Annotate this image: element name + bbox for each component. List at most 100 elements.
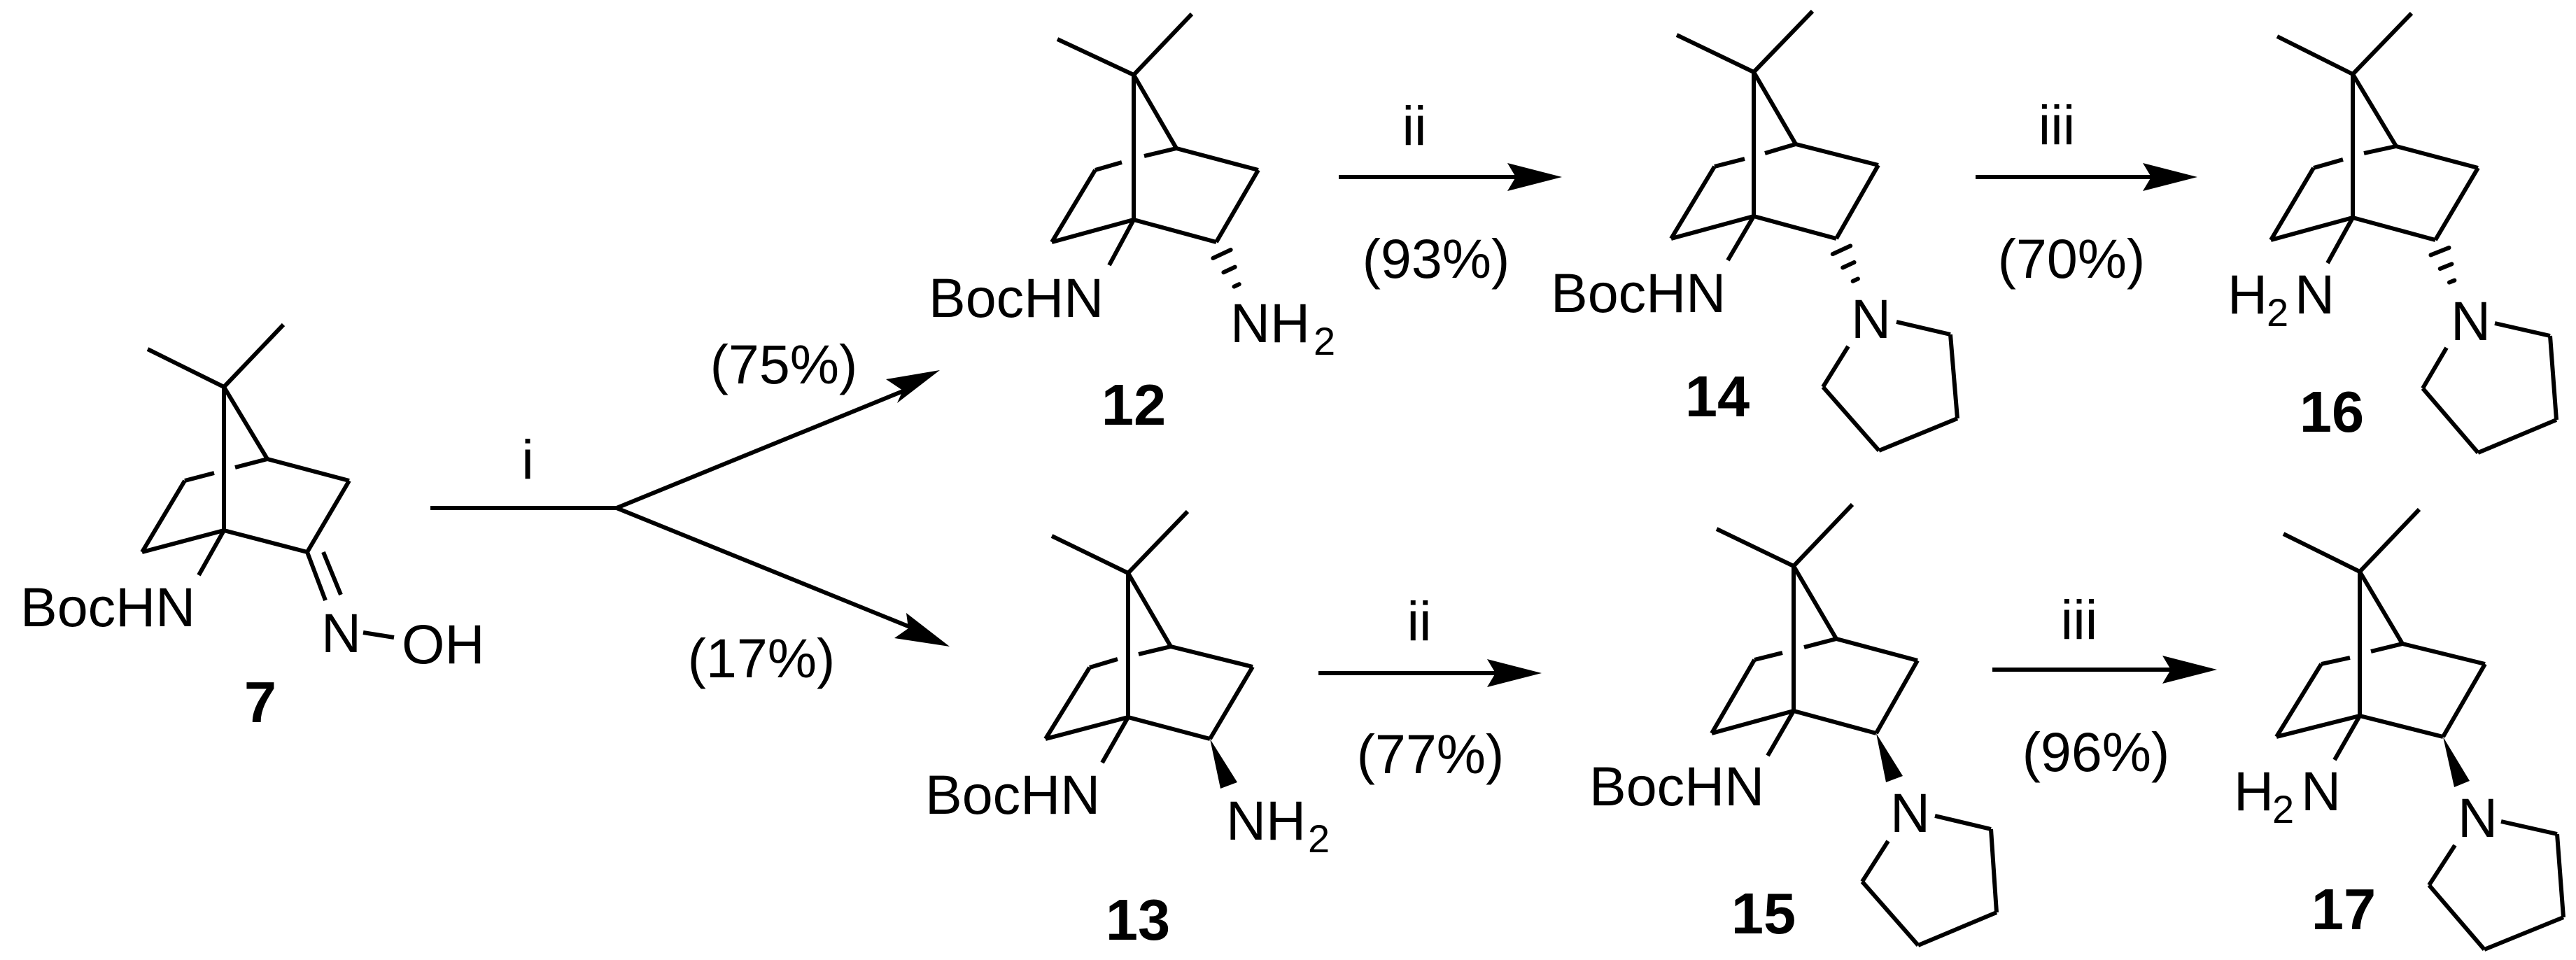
atom-subscript: 2 xyxy=(1314,319,1335,363)
wedge-bond xyxy=(2443,737,2470,787)
atom-label: H xyxy=(2234,760,2274,822)
hash-mark xyxy=(1232,282,1241,289)
atom-subscript: 2 xyxy=(2272,787,2294,831)
bond-line xyxy=(1675,33,1755,74)
bond-line xyxy=(2548,335,2559,421)
bond-line xyxy=(2363,144,2397,155)
hashed-bond xyxy=(1830,243,1860,283)
bond-line xyxy=(1138,644,1171,656)
bond-line xyxy=(1143,146,1177,158)
bond-line xyxy=(2276,34,2354,76)
atom-label: N xyxy=(1851,288,1891,350)
hashed-bond xyxy=(1211,248,1241,289)
bond-line xyxy=(1834,164,1880,240)
hash-mark xyxy=(1830,243,1853,257)
hash-mark xyxy=(1221,264,1237,275)
bond-line xyxy=(1874,659,1920,735)
bond-line xyxy=(2351,11,2414,76)
hash-mark xyxy=(2437,262,2454,271)
bond-line xyxy=(1948,334,1959,419)
arrow-12-to-14: ii (93%) xyxy=(1339,94,1562,290)
bond-line xyxy=(1170,644,1253,669)
bond-line xyxy=(1792,502,1854,568)
bond-line xyxy=(1126,509,1190,575)
atom-label: NH xyxy=(1226,789,1306,852)
yield-label: (93%) xyxy=(1363,227,1510,290)
bond-line xyxy=(1095,160,1122,172)
bond-line xyxy=(1089,657,1118,670)
arrowhead-icon xyxy=(894,613,950,647)
bond-line xyxy=(267,457,350,483)
bond-line xyxy=(1878,416,1959,453)
bond-line xyxy=(223,528,308,554)
compound-number: 15 xyxy=(1731,881,1796,946)
bond-line xyxy=(1056,37,1135,77)
bond-line xyxy=(146,347,225,389)
atom-label: OH xyxy=(402,613,485,675)
bond-line xyxy=(1792,565,1838,640)
hashed-bond xyxy=(2428,246,2457,285)
atom-label: NH xyxy=(1230,292,1310,354)
bond-line xyxy=(2269,167,2316,241)
bond-line xyxy=(1710,658,1757,735)
bond-line xyxy=(2427,844,2457,887)
bond-line xyxy=(1860,840,1890,883)
bond-line xyxy=(2433,167,2480,241)
bond-line xyxy=(363,630,395,640)
atom-label: BocHN xyxy=(1551,262,1726,324)
bond-line xyxy=(1989,828,1999,913)
bond-line xyxy=(2325,216,2355,264)
bond-line xyxy=(2441,663,2487,738)
bond-line xyxy=(1214,169,1260,243)
reagent-label: iii xyxy=(2039,94,2076,156)
atom-label: BocHN xyxy=(1589,755,1764,817)
reaction-arrows: i(75%)(17%)ii(93%)iii(70%)ii(77%)iii(96%… xyxy=(430,94,2217,785)
bond-line xyxy=(1764,142,1796,155)
bond-line xyxy=(1795,142,1879,167)
reagent-label: ii xyxy=(1402,94,1426,157)
arrow-15-to-17: iii (96%) xyxy=(1992,588,2217,783)
bond-line xyxy=(305,479,351,553)
bond-line xyxy=(2321,656,2351,666)
bond-line xyxy=(1714,157,1745,169)
atom-label: N xyxy=(2301,760,2341,822)
atom-label: BocHN xyxy=(929,267,1104,329)
bond-line xyxy=(1917,910,1998,947)
hash-mark xyxy=(1211,248,1233,260)
arrow-13-to-15: ii(77%) xyxy=(1318,590,1542,785)
bond-line xyxy=(1126,572,1173,648)
hash-mark xyxy=(2428,246,2451,257)
arrowhead-icon xyxy=(2143,163,2197,191)
arrowhead-icon xyxy=(1507,163,1562,191)
atom-label: N xyxy=(2451,290,2491,352)
bond-line xyxy=(2358,507,2421,574)
bond-line xyxy=(321,551,343,596)
bond-line xyxy=(1726,215,1756,262)
reagent-label: iii xyxy=(2061,588,2098,651)
bond-line xyxy=(2427,884,2486,951)
atom-label: BocHN xyxy=(20,576,195,638)
yield-label: (70%) xyxy=(1998,227,2146,290)
bond-line xyxy=(1821,345,1850,388)
wedge-bond xyxy=(1210,739,1237,789)
bond-line xyxy=(2351,73,2398,148)
bond-line xyxy=(2402,642,2486,666)
compound-number: 7 xyxy=(244,670,276,735)
bond-line xyxy=(1715,527,1795,568)
bond-line xyxy=(234,457,268,470)
bond-line xyxy=(2555,833,2566,918)
arrow-line xyxy=(615,506,918,632)
yield-label: (96%) xyxy=(2022,721,2170,783)
bond-line xyxy=(2483,915,2565,952)
bond-line xyxy=(1050,169,1097,243)
bond-line xyxy=(2421,387,2480,454)
yield-label: (77%) xyxy=(1357,723,1505,785)
compound-number: 13 xyxy=(1106,887,1170,952)
arrowhead-icon xyxy=(2162,656,2217,684)
